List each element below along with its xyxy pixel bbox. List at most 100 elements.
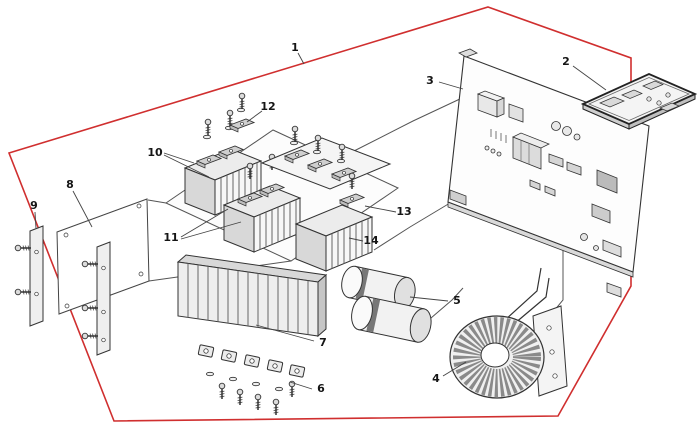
board-components bbox=[449, 90, 622, 258]
ic-chip bbox=[602, 239, 622, 258]
terminal-clamp bbox=[243, 354, 261, 368]
callout-label-1: 1 bbox=[291, 41, 299, 54]
driver-plate-transistors bbox=[260, 125, 392, 190]
capacitor bbox=[496, 151, 502, 157]
callout-10: 10 bbox=[147, 146, 210, 178]
screw-icon bbox=[236, 388, 244, 406]
toroid-hole bbox=[480, 342, 510, 368]
leader-line bbox=[297, 52, 305, 65]
post-body bbox=[96, 241, 111, 356]
heatsink-side bbox=[317, 273, 327, 338]
callout-label-6: 6 bbox=[317, 382, 325, 395]
callout-label-9: 9 bbox=[30, 199, 38, 212]
bracket-hole bbox=[552, 373, 558, 379]
leader-line bbox=[163, 152, 195, 164]
button bbox=[665, 92, 671, 98]
screw-icon bbox=[272, 398, 280, 416]
callout-label-11: 11 bbox=[163, 231, 178, 244]
part-4-toroid-inductor bbox=[449, 267, 568, 399]
callout-label-10: 10 bbox=[147, 146, 163, 159]
wire bbox=[423, 287, 464, 325]
callouts: 1 2 3 4 5 6 7 8 bbox=[30, 41, 607, 395]
callout-7: 7 bbox=[255, 324, 327, 349]
capacitor bbox=[551, 121, 561, 131]
leader-line bbox=[180, 208, 229, 238]
leader-line bbox=[255, 324, 315, 342]
enclosure-outline bbox=[7, 6, 632, 422]
transformer bbox=[512, 132, 550, 170]
callout-5: 5 bbox=[409, 294, 461, 307]
display-window bbox=[599, 96, 625, 108]
leader-line bbox=[442, 361, 467, 377]
sheet-hole bbox=[138, 271, 144, 277]
leader-line bbox=[572, 65, 607, 91]
toroid-windings bbox=[453, 317, 541, 397]
capacitor bbox=[573, 133, 581, 141]
post-hole bbox=[101, 265, 106, 271]
ic-chip bbox=[529, 179, 541, 191]
toroid-bracket bbox=[532, 305, 568, 397]
relay bbox=[476, 90, 506, 118]
display-board-inner-border bbox=[587, 77, 691, 121]
callout-label-2: 2 bbox=[562, 55, 570, 68]
post-body bbox=[29, 225, 44, 327]
callout-3: 3 bbox=[426, 74, 464, 90]
callout-label-7: 7 bbox=[319, 336, 327, 349]
callout-13: 13 bbox=[364, 205, 412, 218]
button bbox=[656, 100, 662, 106]
capacitor bbox=[490, 148, 496, 154]
board-tab bbox=[458, 48, 478, 58]
leader-line bbox=[438, 81, 464, 90]
screw-icon bbox=[226, 109, 234, 127]
display-board-surface bbox=[580, 73, 698, 125]
ic-chip bbox=[508, 103, 524, 123]
capacitor bbox=[351, 295, 432, 343]
screw-icon bbox=[218, 382, 226, 400]
callout-2: 2 bbox=[562, 55, 607, 91]
wire bbox=[351, 97, 463, 153]
callout-12: 12 bbox=[246, 100, 276, 123]
part-12-transistor-screw bbox=[229, 92, 255, 133]
callout-label-14: 14 bbox=[363, 234, 379, 247]
power-module bbox=[591, 203, 611, 224]
leader-line bbox=[246, 110, 263, 123]
display-board-components bbox=[599, 80, 680, 112]
capacitor bbox=[562, 126, 572, 136]
leader-line bbox=[163, 154, 210, 178]
terminal-clamp bbox=[197, 344, 215, 358]
callout-8: 8 bbox=[66, 178, 93, 228]
transistor bbox=[229, 118, 255, 133]
leader-line bbox=[34, 211, 37, 230]
ic-chip bbox=[566, 161, 582, 176]
screw-icon bbox=[291, 125, 299, 143]
leader-line bbox=[289, 381, 313, 390]
heatsink-fins bbox=[187, 263, 309, 335]
callout-label-12: 12 bbox=[260, 100, 275, 113]
screw-icon bbox=[14, 288, 32, 296]
washer-icon bbox=[312, 149, 322, 155]
part-2-display-board bbox=[580, 73, 698, 130]
toroid-lead bbox=[513, 277, 550, 325]
sheet-hole bbox=[64, 303, 70, 309]
terminal-clamp bbox=[220, 349, 238, 363]
sheet-hole bbox=[136, 203, 142, 209]
screw-icon bbox=[81, 332, 99, 340]
callout-label-8: 8 bbox=[66, 178, 74, 191]
washer-icon bbox=[251, 381, 261, 387]
washer-icon bbox=[202, 134, 212, 140]
post-hole bbox=[101, 337, 106, 343]
ic-chip bbox=[642, 80, 664, 90]
ic-chip bbox=[659, 102, 680, 112]
callout-label-5: 5 bbox=[453, 294, 461, 307]
terminal-clamp bbox=[288, 364, 306, 378]
leader-line bbox=[348, 237, 364, 242]
callout-label-3: 3 bbox=[426, 74, 434, 87]
post-hole bbox=[34, 249, 39, 255]
wire bbox=[373, 202, 451, 251]
callout-label-4: 4 bbox=[432, 372, 440, 385]
screw-icon bbox=[254, 393, 262, 411]
leader-line bbox=[180, 221, 242, 240]
second-mounting-post bbox=[81, 241, 111, 356]
